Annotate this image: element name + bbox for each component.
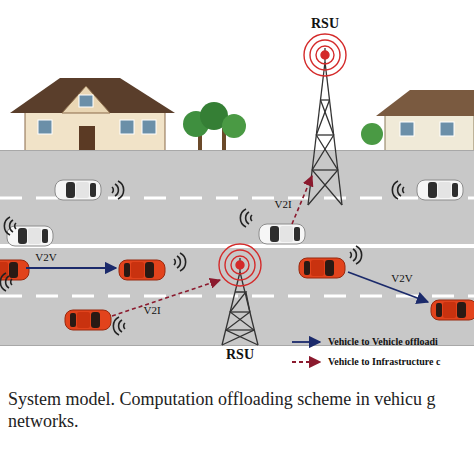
road [0, 150, 474, 346]
v2i-arrow [292, 176, 312, 224]
rsu-signal [236, 261, 244, 269]
rsu-signal [321, 51, 329, 59]
legend-sample [290, 354, 326, 370]
rsu-signal [310, 40, 340, 70]
legend-line-sample [292, 361, 320, 363]
rsu-signal [219, 244, 261, 286]
rsu-tower [316, 134, 333, 135]
house-left [62, 86, 110, 113]
white-car [7, 180, 463, 246]
house-left [25, 110, 165, 152]
house-left [120, 120, 134, 134]
red-car [119, 260, 165, 280]
red-car [0, 260, 29, 280]
figure-caption: System model. Computation offloading sch… [8, 388, 466, 432]
rsu-tower [226, 292, 258, 345]
rsu-tower [308, 100, 338, 205]
link-label: V2I [143, 304, 160, 316]
legend-sample [290, 334, 326, 350]
tree-group [183, 102, 383, 150]
rsu-label: RSU [215, 347, 265, 363]
house-right [440, 122, 454, 136]
rsu-signal [225, 250, 255, 280]
road [0, 295, 474, 298]
house-left [10, 78, 175, 152]
tree-group [361, 123, 383, 145]
red-car [431, 300, 474, 320]
legend-text: Vehicle to Infrastructure c [328, 355, 440, 368]
red-car [65, 310, 111, 330]
link-label: V2V [35, 251, 56, 263]
rsu-signal [304, 34, 346, 76]
rsu-tower [230, 311, 250, 312]
rsu-tower [222, 292, 254, 345]
link-label: V2V [391, 272, 412, 284]
v2i-arrow [112, 280, 220, 316]
rsu-tower [222, 258, 258, 345]
house-left [10, 78, 175, 113]
house-right [376, 90, 474, 116]
road [0, 150, 474, 346]
v2v-arrow [26, 268, 428, 302]
v2v-arrow [348, 272, 428, 302]
road [0, 150, 474, 151]
legend-line-sample [292, 341, 320, 343]
wireless-signal [392, 181, 404, 199]
house-right [385, 112, 474, 152]
red-car [0, 258, 474, 330]
rsu-tower [226, 329, 254, 330]
house-left [79, 126, 95, 152]
rsu-signal [316, 46, 334, 64]
house-left [79, 95, 93, 107]
wireless-signal [4, 217, 16, 235]
rsu-tower [321, 99, 330, 100]
tree-group [222, 114, 246, 138]
white-car [55, 180, 101, 200]
v2i-arrow [112, 176, 312, 316]
wireless-signal [112, 181, 124, 199]
v2v-arrow [26, 267, 116, 269]
wireless-signal [0, 273, 12, 291]
house-left [142, 120, 156, 134]
wireless-signal [174, 253, 186, 271]
wireless-signal [240, 209, 252, 227]
rsu-signal [219, 244, 261, 286]
white-car [259, 224, 305, 244]
rsu-signal [231, 256, 249, 274]
house-left [38, 120, 52, 134]
rsu-label: RSU [300, 16, 350, 32]
white-car [7, 226, 53, 246]
rsu-label-box: RSU [300, 16, 350, 34]
wireless-signal [0, 181, 404, 335]
rsu-tower [222, 272, 240, 345]
rsu-signal [304, 34, 346, 76]
link-label: V2I [274, 198, 291, 210]
house-right [400, 122, 414, 136]
legend-text: Vehicle to Vehicle offloadi [328, 335, 438, 348]
wireless-signal [350, 246, 362, 264]
wireless-signal [113, 317, 125, 335]
white-car [417, 180, 463, 200]
rsu-label-box: RSU [215, 347, 265, 365]
rsu-tower [312, 169, 338, 170]
red-car [299, 258, 345, 278]
house-right [376, 90, 474, 152]
